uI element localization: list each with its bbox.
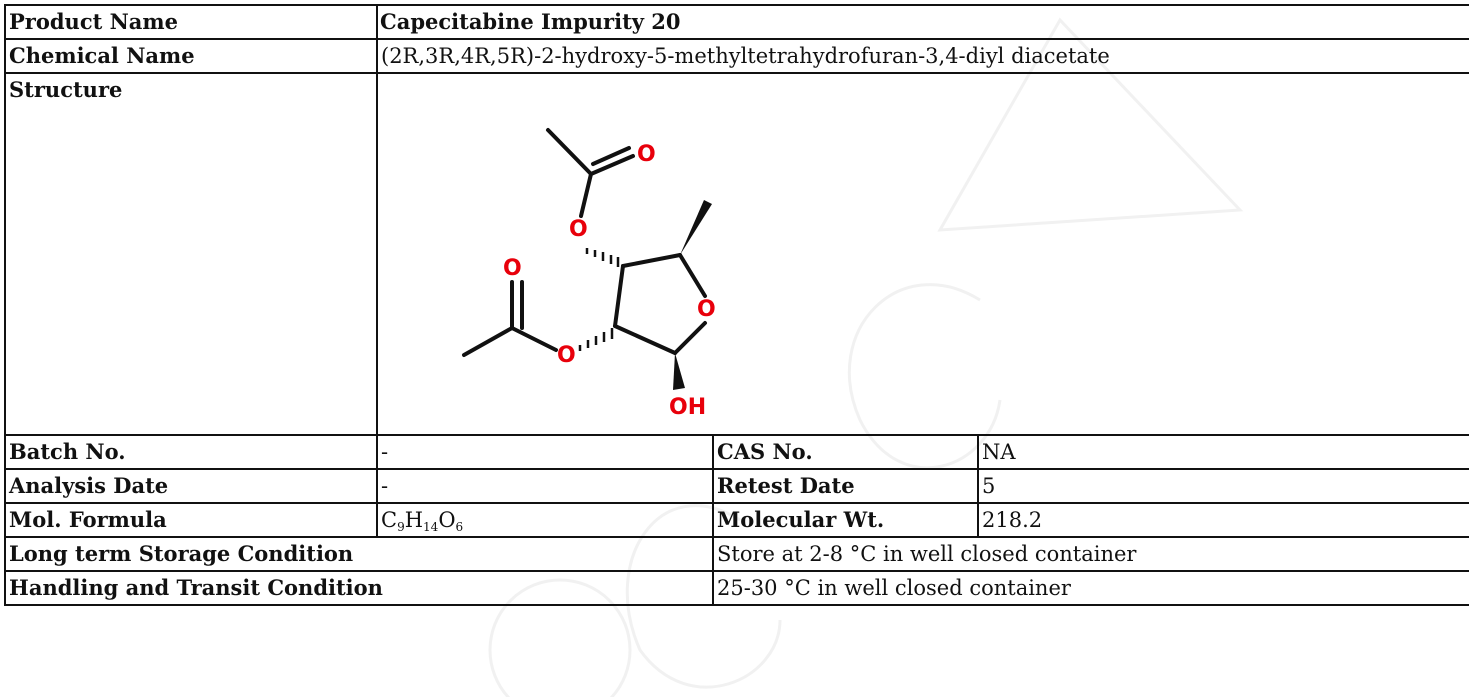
cas-label: CAS No.	[712, 434, 979, 470]
row-structure: Structure	[4, 72, 1469, 436]
chemical-name-label: Chemical Name	[4, 38, 378, 74]
atom-o-ester-top: O	[569, 217, 588, 242]
retest-date-label: Retest Date	[712, 468, 979, 504]
atom-o-carbonyl-top: O	[637, 142, 656, 167]
analysis-date-label: Analysis Date	[4, 468, 378, 504]
structure-cell: O O O O O OH	[375, 72, 1469, 436]
product-name-label: Product Name	[4, 4, 378, 40]
cas-value: NA	[976, 434, 1469, 470]
row-chemical-name: Chemical Name (2R,3R,4R,5R)-2-hydroxy-5-…	[4, 38, 1469, 74]
batch-label: Batch No.	[4, 434, 378, 470]
atom-oh: OH	[669, 395, 706, 420]
structure-label: Structure	[4, 72, 378, 436]
row-product-name: Product Name Capecitabine Impurity 20	[4, 4, 1469, 40]
coa-table: Product Name Capecitabine Impurity 20 Ch…	[4, 4, 1469, 606]
chemical-name-value: (2R,3R,4R,5R)-2-hydroxy-5-methyltetrahyd…	[375, 38, 1469, 74]
transit-value: 25-30 °C in well closed container	[711, 570, 1469, 606]
atom-o-ester-left: O	[557, 343, 576, 368]
atom-o-ring: O	[697, 297, 716, 322]
transit-label: Handling and Transit Condition	[4, 570, 714, 606]
formula-label: Mol. Formula	[4, 502, 378, 538]
storage-value: Store at 2-8 °C in well closed container	[711, 536, 1469, 572]
retest-date-value: 5	[976, 468, 1469, 504]
atom-o-carbonyl-left: O	[503, 256, 522, 281]
analysis-date-value: -	[376, 468, 714, 504]
row-transit: Handling and Transit Condition 25-30 °C …	[4, 570, 1469, 606]
structure-image: O O O O O OH	[462, 128, 716, 420]
row-formula: Mol. Formula C9H14O6 Molecular Wt. 218.2	[4, 502, 1469, 538]
storage-label: Long term Storage Condition	[4, 536, 714, 572]
mol-wt-value: 218.2	[976, 502, 1469, 538]
row-dates: Analysis Date - Retest Date 5	[4, 468, 1469, 504]
formula-value: C9H14O6	[376, 502, 714, 538]
row-batch: Batch No. - CAS No. NA	[4, 434, 1469, 470]
product-name-value: Capecitabine Impurity 20	[375, 4, 1469, 40]
batch-value: -	[376, 434, 714, 470]
row-storage: Long term Storage Condition Store at 2-8…	[4, 536, 1469, 572]
mol-wt-label: Molecular Wt.	[712, 502, 979, 538]
